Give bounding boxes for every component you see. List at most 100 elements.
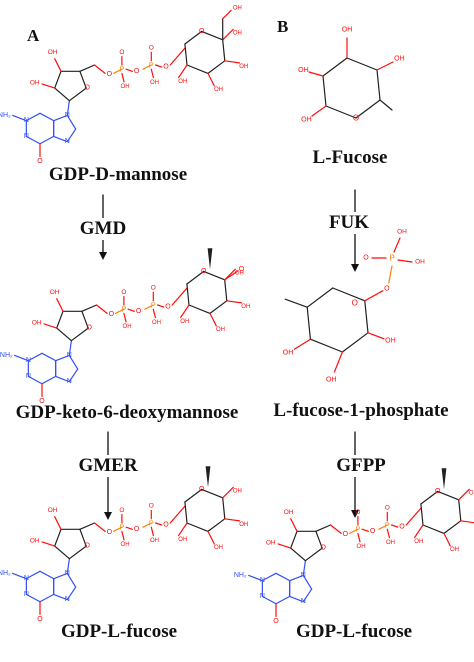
bond [460, 520, 474, 524]
bond [27, 375, 43, 385]
bond [222, 28, 234, 41]
enzyme-gfpp: GFPP [333, 455, 389, 477]
atom-label: NH₂ [0, 570, 11, 577]
gdp-d-mannose-structure: NNNNNH₂OOOHOHOPOOHOPOOHOOOHOHOHOHOH [0, 5, 248, 165]
bond [289, 595, 304, 603]
arrow-head [104, 512, 112, 520]
bond [171, 287, 188, 306]
atom-label: O [385, 505, 390, 512]
bond [70, 327, 89, 342]
atom-label: OH [239, 64, 248, 70]
bond [306, 287, 334, 308]
bond [25, 570, 41, 580]
label-gdp-l-fucose-a: GDP-L-fucose [60, 621, 178, 642]
atom-label: O [165, 304, 171, 311]
bond [154, 522, 163, 526]
bond [348, 528, 359, 535]
bond [275, 595, 291, 605]
atom-label: OH [121, 84, 130, 90]
gdp-l-fucose-b-structure: NNNNNH₂OOOHOHOPOOHOPOOHOOOHOHOHOH [234, 468, 474, 625]
bond [226, 300, 243, 304]
bond [290, 547, 306, 562]
bond [178, 522, 188, 537]
bond [222, 497, 226, 520]
bond [56, 327, 73, 342]
bond [393, 237, 401, 253]
bond [414, 524, 424, 539]
bond [79, 64, 96, 72]
atom-label: O [121, 289, 126, 296]
bond [55, 375, 70, 383]
bond [68, 368, 79, 383]
bond [56, 298, 64, 312]
bond [95, 304, 108, 314]
arrow-head [351, 264, 359, 272]
atom-label: O [134, 526, 140, 533]
bond [306, 306, 311, 340]
label-gdp-l-fucose-b: GDP-L-fucose [295, 621, 413, 642]
atom-label: OH [32, 319, 42, 326]
bond [55, 354, 70, 362]
atom-label: O [39, 398, 45, 405]
panel-label-b: B [277, 17, 289, 36]
atom-label: OH [397, 229, 407, 236]
bond [125, 68, 133, 72]
bond [41, 541, 56, 547]
bond [443, 520, 462, 535]
atom-label: O [343, 531, 349, 538]
atom-label: OH [239, 522, 248, 528]
atom-label: OH [385, 338, 396, 345]
atom-label: OH [216, 327, 225, 333]
atom-label: OH [414, 539, 423, 545]
bond [186, 283, 190, 306]
atom-label: OH [394, 55, 405, 62]
bond [14, 354, 29, 362]
atom-label: OH [386, 540, 395, 546]
gdp-keto-structure: NNNNNH₂OOOHOHOPOOHOPOOHOOOHOHOHOHO [0, 248, 250, 405]
bond [27, 352, 43, 362]
bond [308, 71, 324, 77]
bond [289, 574, 304, 582]
label-gdp-d-mannose: GDP-D-mannose [48, 164, 188, 185]
bond [39, 593, 55, 603]
label-l-fucose-1-phosphate: L-fucose-1-phosphate [273, 400, 449, 421]
bond [443, 532, 451, 547]
atom-label: P [149, 61, 154, 70]
atom-label: OH [342, 27, 353, 34]
bond [322, 75, 327, 107]
bond [121, 530, 125, 541]
bond [66, 128, 77, 143]
atom-label: OH [178, 537, 187, 543]
bond [378, 524, 388, 530]
bond [41, 375, 57, 385]
atom-label: O [85, 85, 91, 92]
atom-label: O [109, 311, 115, 318]
atom-label: OH [50, 289, 60, 296]
bond [169, 505, 186, 524]
bond [41, 83, 56, 89]
atom-label: N [65, 596, 70, 603]
atom-label: O [199, 28, 205, 35]
bond [66, 100, 71, 117]
atom-label: O [353, 114, 359, 123]
bond [79, 528, 87, 547]
bond [186, 64, 209, 75]
bond [112, 526, 123, 533]
bond [311, 105, 327, 117]
bond [284, 298, 308, 308]
atom-label: O [370, 528, 376, 535]
bond [54, 516, 62, 530]
bond [376, 69, 381, 101]
atom-label: O [273, 618, 279, 625]
atom-label: O [37, 616, 43, 623]
bond [364, 300, 369, 334]
bond [25, 593, 41, 603]
atom-label: OH [301, 117, 312, 124]
bond [390, 524, 399, 528]
atom-label: OH [283, 350, 294, 357]
bond [315, 530, 323, 549]
bond [53, 114, 68, 122]
bond [222, 39, 226, 62]
bond [420, 490, 439, 505]
bond [53, 593, 68, 601]
